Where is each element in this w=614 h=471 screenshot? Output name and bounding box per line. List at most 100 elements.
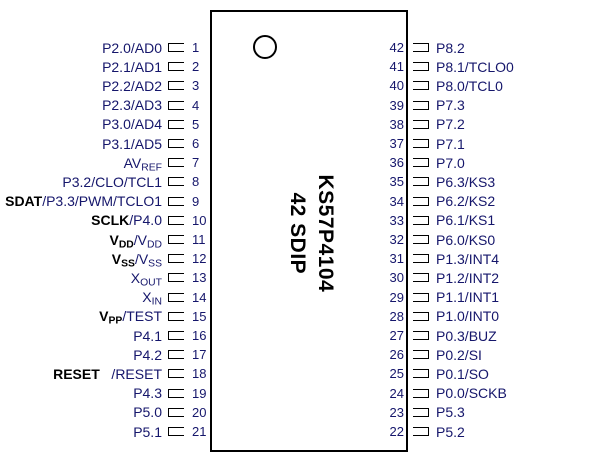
pin-number: 15 [192, 308, 207, 324]
pin-stub-icon [413, 254, 429, 264]
pin-label: P6.1/KS1 [436, 212, 496, 229]
pin-number: 5 [192, 116, 200, 132]
pin-stub-icon [168, 331, 184, 340]
pin-label: P0.2/SI [436, 346, 482, 363]
pin-stub-icon [168, 427, 184, 436]
pin-number: 33 [389, 212, 404, 228]
pin-1-marker-icon [253, 35, 277, 59]
pin-number: 34 [389, 193, 404, 209]
pin-number: 25 [389, 366, 404, 382]
pin-stub-icon [168, 139, 184, 148]
pin-number: 24 [389, 385, 404, 401]
pin-stub-icon [413, 177, 429, 187]
pin-number: 21 [192, 424, 207, 439]
pin-label: P3.1/AD5 [102, 135, 162, 152]
pin-row: P2.2/AD2 3 [0, 76, 218, 95]
pin-row: 26 P0.2/SI [374, 345, 614, 364]
pin-row: P3.2/CLO/TCL1 8 [0, 172, 218, 191]
pin-number: 3 [192, 78, 200, 94]
pin-number: 36 [389, 155, 404, 171]
pin-label: P5.0 [133, 404, 162, 421]
pin-stub-icon [413, 407, 429, 417]
pin-label: P2.3/AD3 [102, 97, 162, 114]
pin-label: P6.3/KS3 [436, 173, 496, 190]
pin-label: P8.2 [436, 39, 465, 56]
pin-stub-icon [168, 273, 184, 283]
pin-number: 28 [389, 308, 404, 324]
pin-row: P5.0 20 [0, 403, 218, 422]
pin-stub-icon [413, 311, 429, 321]
pin-row: 34 P6.2/KS2 [374, 192, 614, 211]
pin-number: 26 [389, 347, 404, 363]
pin-label: P5.1 [133, 423, 162, 440]
chip-part-number: KS57P4104 [314, 174, 338, 292]
pin-label: SCLK/P4.0 [91, 212, 162, 229]
pin-label: P3.2/CLO/TCL1 [62, 173, 162, 190]
pin-label: P1.2/INT2 [436, 269, 500, 286]
pin-stub-icon [168, 196, 184, 206]
pin-number: 20 [192, 404, 207, 420]
pin-label: P2.1/AD1 [102, 58, 162, 75]
pin-label: P4.1 [133, 327, 162, 344]
pin-stub-icon [413, 388, 429, 398]
pin-number: 27 [389, 328, 404, 343]
pin-label: P6.0/KS0 [436, 231, 496, 248]
pin-row: 33 P6.1/KS1 [374, 211, 614, 230]
pin-label: AVREF [123, 154, 162, 173]
pin-row: 23 P5.3 [374, 403, 614, 422]
pin-stub-icon [413, 369, 429, 379]
pin-row: P4.2 17 [0, 345, 218, 364]
pin-stub-icon [413, 100, 429, 110]
pin-label: P3.0/AD4 [102, 116, 162, 133]
pin-stub-icon [168, 177, 184, 187]
pin-label: P8.1/TCLO0 [436, 58, 514, 75]
pin-stub-icon [168, 62, 184, 72]
pin-label: P4.2 [133, 346, 162, 363]
pin-stub-icon [413, 196, 429, 206]
pin-number: 18 [192, 366, 207, 382]
pin-stub-icon [413, 62, 429, 72]
pin-stub-icon [168, 254, 184, 264]
pin-label: P5.3 [436, 404, 465, 421]
pin-label: P6.2/KS2 [436, 193, 496, 210]
pin-number: 10 [192, 212, 207, 228]
chip-body-outline: KS57P4104 42 SDIP [210, 10, 408, 452]
pin-number: 23 [389, 404, 404, 420]
pin-number: 35 [389, 174, 404, 190]
pin-stub-icon [168, 119, 184, 129]
pin-label: P0.1/SO [436, 365, 489, 382]
pin-label: P7.1 [436, 135, 465, 152]
pin-stub-icon [413, 427, 429, 436]
pin-stub-icon [413, 350, 429, 360]
pin-number: 29 [389, 289, 404, 305]
pin-stub-icon [413, 158, 429, 168]
pin-number: 16 [192, 328, 207, 343]
pin-stub-icon [413, 331, 429, 340]
pin-row: P5.1 21 [0, 422, 218, 441]
pin-row: P4.1 16 [0, 326, 218, 345]
pin-stub-icon [413, 215, 429, 225]
pin-number: 8 [192, 174, 200, 190]
chip-package-type: 42 SDIP [285, 192, 309, 274]
pin-label: P2.2/AD2 [102, 77, 162, 94]
pin-number: 17 [192, 347, 207, 363]
pin-stub-icon [168, 215, 184, 225]
